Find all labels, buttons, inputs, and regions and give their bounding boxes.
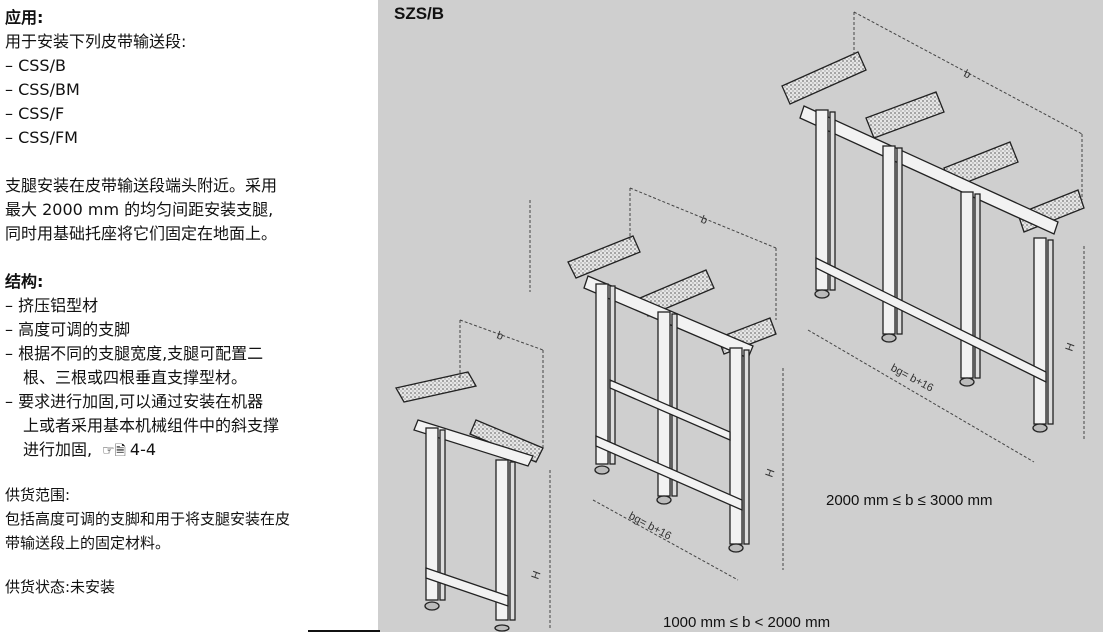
large-dim-bg: bg= b+16 <box>889 362 936 394</box>
medium-dim-h: H <box>764 467 778 479</box>
large-post-2-inner <box>896 147 903 335</box>
large-foot-2 <box>881 333 897 343</box>
spacer <box>5 463 372 483</box>
small-support-frame <box>394 371 544 632</box>
figure-title: SZS/B <box>394 4 445 23</box>
description-line-3: 同时用基础托座将它们固定在地面上。 <box>5 224 278 243</box>
medium-post-left <box>595 283 609 465</box>
large-post-3 <box>960 191 974 379</box>
divider-rule <box>308 630 380 632</box>
small-post-right-inner <box>509 461 516 621</box>
construction-item-4-cont-2: 进行加固, ☞🗎4-4 <box>5 438 372 463</box>
large-post-1-inner <box>829 111 836 291</box>
application-item-1: – CSS/B <box>5 56 66 75</box>
large-support-frame <box>781 51 1085 433</box>
construction-item-1: – 挤压铝型材 <box>5 296 99 315</box>
description-line-2: 最大 2000 mm 的均匀间距安装支腿, <box>5 200 274 219</box>
application-item-2: – CSS/BM <box>5 80 80 99</box>
large-foot-3 <box>959 377 975 387</box>
page-reference-icon: ☞🗎 <box>102 443 126 459</box>
spacer <box>5 246 372 270</box>
delivery-status: 供货状态:未安装 <box>5 578 116 596</box>
medium-post-right-inner <box>743 349 750 545</box>
large-base-rail <box>815 256 1047 384</box>
medium-mid-rail <box>609 379 731 441</box>
small-foot-right <box>494 624 510 632</box>
page-reference[interactable]: 4-4 <box>129 440 157 459</box>
large-dim-h: H <box>1064 341 1078 353</box>
construction-item-4: – 要求进行加固,可以通过安装在机器 <box>5 392 264 411</box>
support-legs-drawing: b H b H bg= <box>394 11 1085 632</box>
medium-foot-mid <box>656 495 672 505</box>
large-dim-b: b <box>962 68 973 81</box>
large-top-pad-1 <box>781 51 867 105</box>
medium-post-mid-inner <box>671 313 678 497</box>
application-item-4: – CSS/FM <box>5 128 78 147</box>
spacer <box>5 555 372 575</box>
small-foot-left <box>424 601 440 611</box>
medium-foot-right <box>728 543 744 553</box>
large-dimension-lines <box>807 11 1085 463</box>
scope-heading: 供货范围: <box>5 486 71 504</box>
construction-heading: 结构: <box>5 272 44 291</box>
small-post-left <box>425 427 439 601</box>
figure-panel: SZS/B b H <box>378 0 1103 632</box>
application-intro: 用于安装下列皮带输送段: <box>5 32 187 51</box>
medium-base-rail <box>595 435 743 511</box>
large-post-3-inner <box>974 193 981 379</box>
large-foot-1 <box>814 289 830 299</box>
medium-support-frame <box>567 235 777 553</box>
medium-dim-bg: bg= b+16 <box>627 510 674 542</box>
small-post-right <box>495 459 509 621</box>
construction-item-3-cont: 根、三根或四根垂直支撑型材。 <box>23 368 248 387</box>
construction-item-4-tail: 进行加固, <box>23 440 93 459</box>
large-foot-4 <box>1032 423 1048 433</box>
construction-item-2: – 高度可调的支脚 <box>5 320 131 339</box>
small-dimension-lines <box>459 319 551 630</box>
medium-dim-b: b <box>699 214 709 227</box>
large-top-pad-2 <box>865 91 945 139</box>
small-dim-h: H <box>530 569 544 581</box>
medium-post-left-inner <box>609 285 616 465</box>
scope-line-1: 包括高度可调的支脚和用于将支腿安装在皮 <box>5 510 291 528</box>
large-post-4 <box>1033 237 1047 425</box>
medium-post-right <box>729 347 743 545</box>
medium-dimension-lines <box>529 187 784 581</box>
text-column: 应用: 用于安装下列皮带输送段: – CSS/B – CSS/BM – CSS/… <box>0 0 372 632</box>
small-post-left-inner <box>439 429 446 601</box>
medium-top-pad-left <box>567 235 641 279</box>
large-post-4-inner <box>1047 239 1054 425</box>
range-label-medium: 1000 mm ≤ b < 2000 mm <box>663 614 831 631</box>
construction-item-3: – 根据不同的支腿宽度,支腿可配置二 <box>5 344 264 363</box>
small-top-pad-right <box>469 419 544 463</box>
range-label-large: 2000 mm ≤ b ≤ 3000 mm <box>826 492 993 509</box>
application-item-3: – CSS/F <box>5 104 65 123</box>
description-line-1: 支腿安装在皮带输送段端头附近。采用 <box>5 176 278 195</box>
large-crossbar <box>799 105 1059 235</box>
scope-line-2: 带输送段上的固定材料。 <box>5 534 171 552</box>
medium-foot-left <box>594 465 610 475</box>
construction-item-4-cont: 上或者采用基本机械组件中的斜支撑 <box>23 416 280 435</box>
small-dim-b: b <box>495 330 505 343</box>
spacer <box>5 150 372 174</box>
small-top-pad-left <box>394 371 478 403</box>
small-base-rail <box>425 567 509 607</box>
application-heading: 应用: <box>5 8 44 27</box>
